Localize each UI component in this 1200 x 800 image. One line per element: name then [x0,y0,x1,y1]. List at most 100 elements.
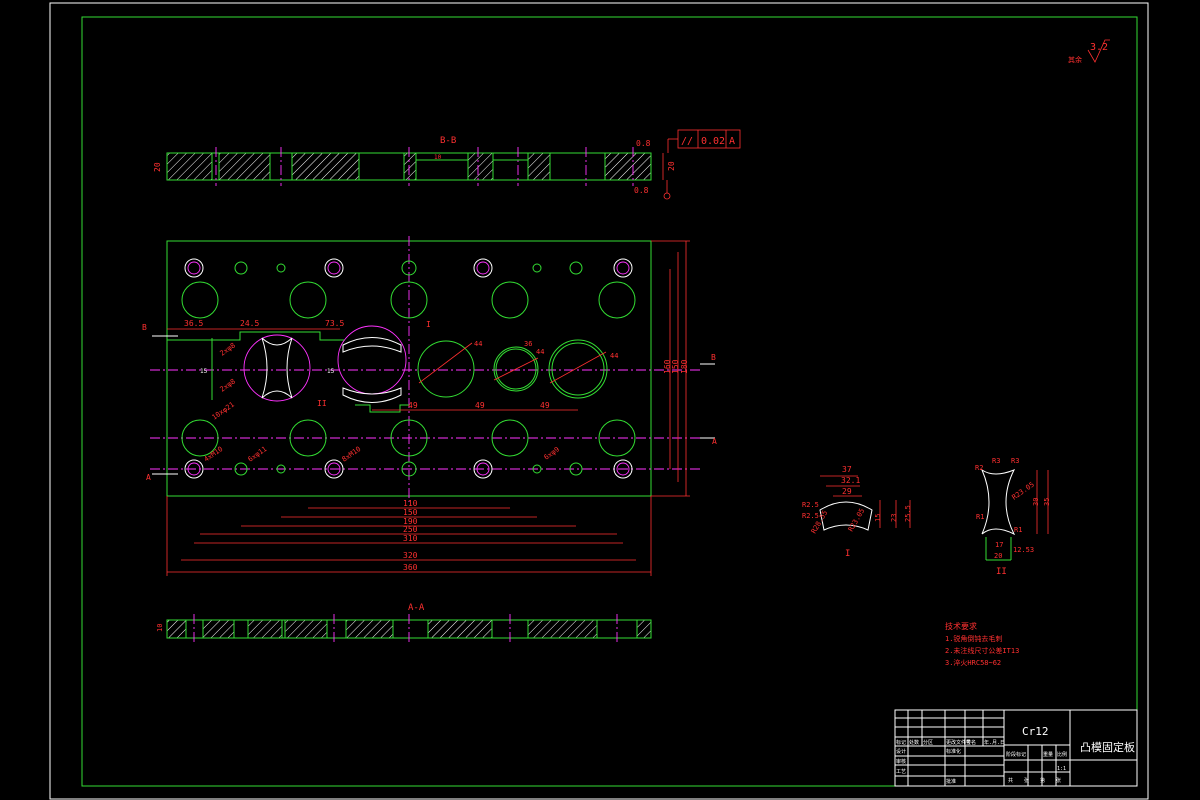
tolerance-value: 0.02 [701,136,725,147]
dim-bottom-1: 110 [403,499,418,508]
section-aa-title: A-A [408,603,425,613]
bb-thickness-dim: 20 [153,162,162,172]
note-7: 6xφ9 [543,445,561,461]
dim-right-3: 180 [680,359,689,374]
section-aa: A-A 10 [156,603,652,644]
mark-I: I [426,320,431,329]
d1-label: I [845,549,850,559]
dim-hole-3: 44 [536,348,544,356]
dim-hole-1: 44 [474,340,482,348]
section-mark-a-left: A [146,473,151,482]
plan-dimensions: 36.5 24.5 73.5 44 36 44 44 49 49 49 160 … [142,240,717,497]
note-3: 10xφ21 [211,401,236,422]
note-item-2: 2.未注线尺寸公差IT13 [945,646,1019,655]
punch-openings [243,325,608,403]
bottom-row-holes [184,459,633,479]
d2-dim-11: 12.53 [1013,546,1034,554]
row-2: 审核 [896,758,906,765]
dim-pitch-3: 49 [540,401,550,410]
d1-dim-10: 25.5 [904,505,912,522]
sheet-1: 共 [1008,777,1013,784]
note-1: 2xφ8 [219,341,237,357]
d1-dim-2: 32.1 [841,476,860,485]
outer-border [49,2,1149,800]
dim-right-1: 160 [663,359,672,374]
row-1: 设计 [896,748,906,755]
d1-dim-3: 29 [842,487,852,496]
roughness-note: 其余 [1068,55,1082,64]
dim-right-2: 150 [671,359,680,374]
note-2: 2xφ8 [219,377,237,393]
d2-dim-10: 20 [994,552,1002,560]
hdr-4: 更改文件号 [946,739,971,746]
dim-bottom-2: 150 [403,508,418,517]
sheet-3: 第 [1040,777,1045,784]
scale-value: 1:1 [1057,766,1066,772]
bb-side-dim: 20 [667,161,676,171]
d2-dim-6: R1 [1014,526,1022,534]
d2-dim-7: 30 [1032,498,1040,506]
dim-pitch-2: 49 [475,401,485,410]
counterbore-depth: 10 [434,154,442,161]
dim-top-3: 73.5 [325,319,344,328]
dim-bottom-4: 250 [403,525,418,534]
d2-dim-5: R1 [976,513,984,521]
hdr-6: 年.月.日 [984,739,1005,746]
d2-dim-2: R3 [992,457,1000,465]
dim-bottom-7: 360 [403,563,418,572]
tolerance-symbol: // [681,136,693,147]
d1-dim-8: 15 [874,514,882,522]
dim-bottom-6: 320 [403,551,418,560]
title-block: Cr12 凸模固定板 标记 处数 分区 更改文件号 签名 年.月.日 设计 审核… [894,709,1138,787]
d1-dim-4: R2.5 [802,501,819,509]
material: Cr12 [1022,725,1049,738]
note-4: 4xM10 [203,445,225,464]
section-mark-a-right: A [712,437,717,446]
d2-dim-1: R2 [975,464,983,472]
scale-label: 比例 [1057,751,1067,758]
d2-dim-9: 17 [995,541,1003,549]
section-bb: B-B 20 20 // 0.02 A [153,129,741,200]
d1-dim-1: 37 [842,465,852,474]
notes-title: 技术要求 [945,621,977,631]
d1-dim-9: 23 [890,514,898,522]
inner-border [81,16,1138,787]
part-name: 凸模固定板 [1080,740,1135,754]
row-5: 批准 [946,778,956,785]
row-large-holes [181,281,636,457]
d2-dim-3: R3 [1011,457,1019,465]
dim-hole-2: 36 [524,340,532,348]
roughness-value: 3.2 [1090,42,1108,53]
note-item-3: 3.淬火HRC58~62 [945,658,1001,667]
section-mark-b-left: B [142,323,147,332]
technical-requirements: 技术要求 1.锐角倒钝去毛刺 2.未注线尺寸公差IT13 3.淬火HRC58~6… [945,621,1019,667]
dim-bottom-5: 310 [403,534,418,543]
mark-II: II [317,399,327,408]
row-3: 工艺 [896,769,906,775]
center-15-left: 15 [200,368,208,375]
weight-label: 重量 [1043,751,1053,758]
section-mark-b-right: B [711,353,716,362]
center-15-right: 15 [327,368,335,375]
d1-dim-5: R2.5 [802,512,819,520]
sheet-2: 张 [1024,777,1029,784]
hdr-5: 签名 [966,739,976,746]
roughness-symbol-general: 3.2 其余 [1068,39,1110,64]
dim-top-1: 36.5 [184,319,203,328]
section-bb-title: B-B [440,136,456,146]
dim-pitch-1: 49 [408,401,418,410]
detail-view-2: R2 R3 R3 R23.05 R1 R1 30 35 17 20 12.53 … [975,457,1051,577]
top-row-holes [184,258,633,278]
dim-hole-4: 44 [610,352,618,360]
d1-dim-7: R23.05 [847,507,867,533]
sheet-4: 张 [1056,777,1061,784]
plan-view: 36.5 24.5 73.5 44 36 44 44 49 49 49 160 … [142,236,717,576]
row-4: 标准化 [946,748,961,755]
hdr-3: 分区 [923,739,933,746]
note-5: 6xφ11 [247,445,269,464]
aa-thickness-dim: 10 [156,624,164,632]
roughness-bottom: 0.8 [634,186,649,195]
detail-view-1: 37 32.1 29 R2.5 R2.5 R28.55 R23.05 15 23… [802,465,912,559]
bottom-dimension-chain: 110 150 190 250 310 320 360 [166,496,652,576]
